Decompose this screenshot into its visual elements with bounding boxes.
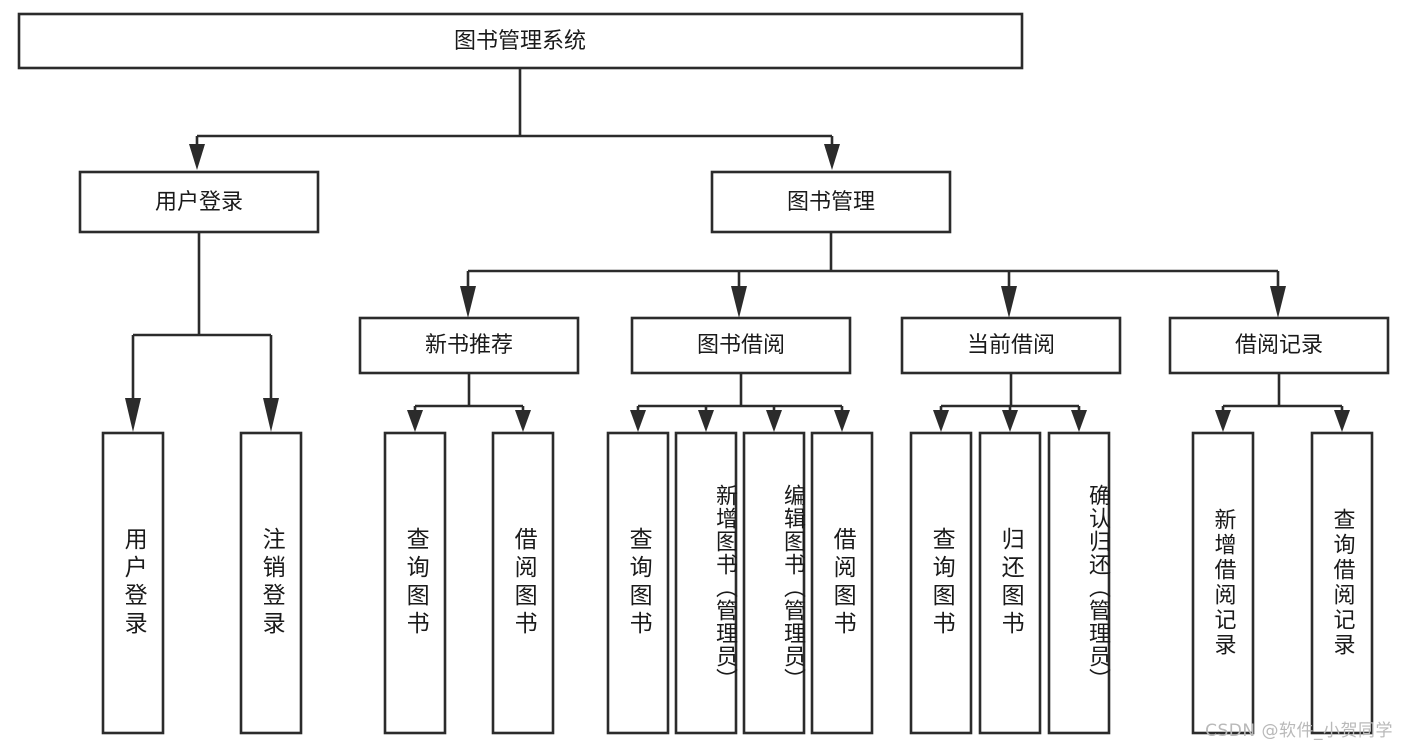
leaf-box-cb-query-book[interactable] xyxy=(909,431,973,735)
leaf-box-logout[interactable] xyxy=(239,431,303,735)
arrow-to-user-login xyxy=(189,144,205,170)
node-book-borrow-box[interactable] xyxy=(630,316,852,375)
node-user-login[interactable]: 用户登录 xyxy=(78,170,320,234)
arrow-to-leaf-logout xyxy=(263,398,279,432)
node-new-book-recommend-box[interactable] xyxy=(358,316,580,375)
arrow-nbr-leaf-2 xyxy=(515,410,531,432)
leaf-box-nbr-query-book[interactable] xyxy=(383,431,447,735)
arrow-bb-leaf-3 xyxy=(766,410,782,432)
node-book-manage-label: 图书管理 xyxy=(787,190,875,215)
arrow-to-new-book-recommend xyxy=(460,286,476,318)
arrow-bb-leaf-4 xyxy=(834,410,850,432)
arrow-br-leaf-2 xyxy=(1334,410,1350,432)
leaf-box-bb-query-book[interactable] xyxy=(606,431,670,735)
arrow-cb-leaf-1 xyxy=(933,410,949,432)
node-book-borrow[interactable]: 图书借阅 xyxy=(630,316,852,375)
leaf-box-bb-add-book[interactable] xyxy=(674,431,738,735)
leaf-box-br-add-record[interactable] xyxy=(1191,431,1255,735)
arrow-to-book-manage xyxy=(824,144,840,170)
arrow-cb-leaf-3 xyxy=(1071,410,1087,432)
node-current-borrow-box[interactable] xyxy=(900,316,1122,375)
node-book-manage[interactable]: 图书管理 xyxy=(710,170,952,234)
node-current-borrow-label: 当前借阅 xyxy=(967,333,1055,358)
node-user-login-label: 用户登录 xyxy=(155,190,243,215)
node-book-borrow-label: 图书借阅 xyxy=(697,333,785,358)
arrow-nbr-leaf-1 xyxy=(407,410,423,432)
node-root[interactable]: 图书管理系统 xyxy=(17,12,1024,70)
leaf-box-cb-confirm-return[interactable] xyxy=(1047,431,1111,735)
node-borrow-record[interactable]: 借阅记录 xyxy=(1168,316,1390,375)
node-borrow-record-box[interactable] xyxy=(1168,316,1390,375)
arrow-to-leaf-user-login xyxy=(125,398,141,432)
leaf-box-cb-return-book[interactable] xyxy=(978,431,1042,735)
leaf-box-user-login[interactable] xyxy=(101,431,165,735)
leaf-box-bb-borrow-book[interactable] xyxy=(810,431,874,735)
arrow-br-leaf-1 xyxy=(1215,410,1231,432)
arrow-cb-leaf-2 xyxy=(1002,410,1018,432)
leaf-box-br-query-record[interactable] xyxy=(1310,431,1374,735)
csdn-watermark: CSDN @软件_小贺同学 xyxy=(1205,721,1393,741)
node-root-box[interactable] xyxy=(17,12,1024,70)
arrow-to-current-borrow xyxy=(1001,286,1017,318)
node-borrow-record-label: 借阅记录 xyxy=(1235,333,1323,358)
arrow-bb-leaf-1 xyxy=(630,410,646,432)
node-new-book-recommend-label: 新书推荐 xyxy=(425,333,513,358)
arrow-bb-leaf-2 xyxy=(698,410,714,432)
arrow-to-book-borrow xyxy=(731,286,747,318)
leaf-box-nbr-borrow-book[interactable] xyxy=(491,431,555,735)
node-book-manage-box[interactable] xyxy=(710,170,952,234)
node-new-book-recommend[interactable]: 新书推荐 xyxy=(358,316,580,375)
leaf-box-bb-edit-book[interactable] xyxy=(742,431,806,735)
node-root-label: 图书管理系统 xyxy=(454,29,586,54)
node-current-borrow[interactable]: 当前借阅 xyxy=(900,316,1122,375)
arrow-to-borrow-record xyxy=(1270,286,1286,318)
